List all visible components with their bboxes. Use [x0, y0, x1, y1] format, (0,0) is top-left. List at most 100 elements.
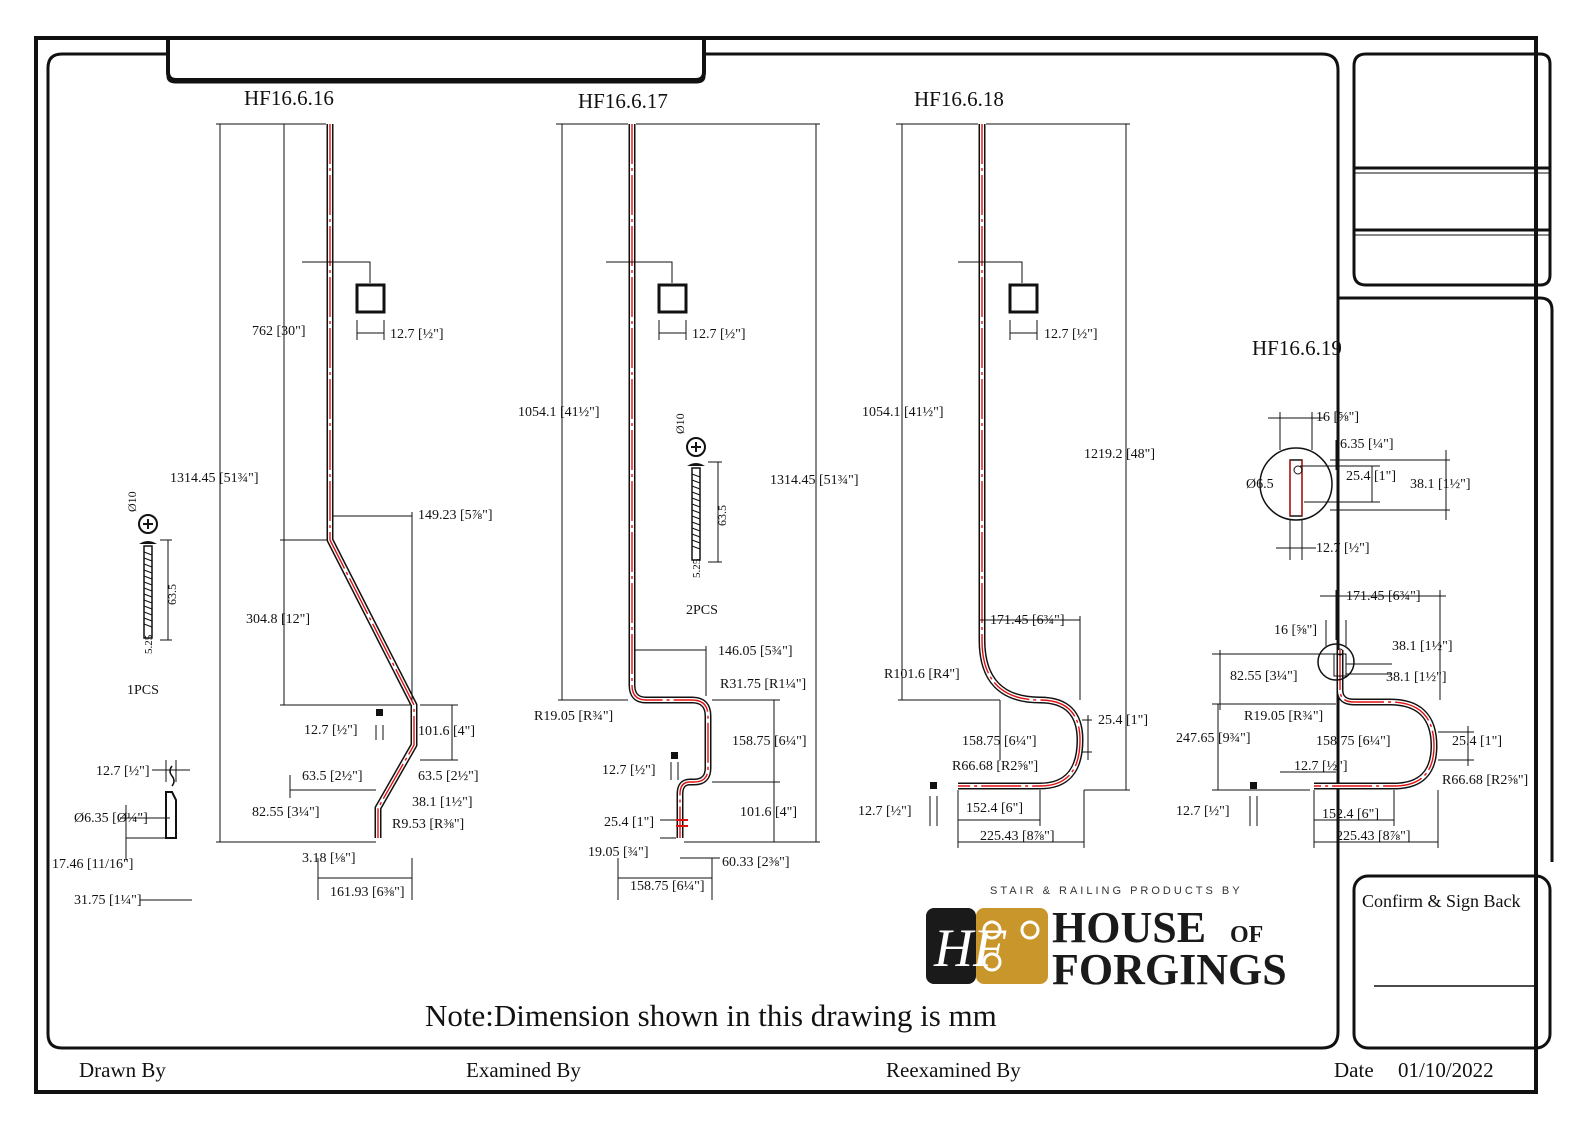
svg-text:149.23 [5⅞"]: 149.23 [5⅞"] — [418, 508, 493, 523]
svg-text:1054.1 [41½"]: 1054.1 [41½"] — [862, 405, 944, 420]
svg-text:12.7 [½"]: 12.7 [½"] — [602, 763, 656, 778]
outer-frame — [34, 36, 1538, 1094]
svg-text:1219.2 [48"]: 1219.2 [48"] — [1084, 447, 1155, 462]
svg-text:12.7 [½"]: 12.7 [½"] — [96, 764, 150, 779]
svg-text:38.1 [1½"]: 38.1 [1½"] — [412, 795, 473, 810]
svg-text:R19.05 [R¾"]: R19.05 [R¾"] — [1244, 709, 1323, 724]
svg-text:152.4 [6"]: 152.4 [6"] — [1322, 807, 1379, 822]
svg-text:31.75 [1¼"]: 31.75 [1¼"] — [74, 893, 142, 908]
svg-text:FORGINGS: FORGINGS — [1052, 945, 1287, 994]
part-hf16-6-19: HF16.6.19 16 [⅝"] 6.35 [¼"] 25.4 [1"] 38… — [1176, 336, 1528, 848]
frame-notch — [166, 40, 706, 82]
svg-text:225.43 [8⅞"]: 225.43 [8⅞"] — [1336, 829, 1411, 844]
svg-text:16 [⅝"]: 16 [⅝"] — [1316, 410, 1359, 425]
part-hf16-6-17: HF16.6.17 — [518, 89, 859, 900]
svg-text:16 [⅝"]: 16 [⅝"] — [1274, 623, 1317, 638]
svg-text:304.8 [12"]: 304.8 [12"] — [246, 612, 310, 627]
svg-text:63.5: 63.5 — [165, 584, 179, 605]
svg-text:171.45 [6¾"]: 171.45 [6¾"] — [990, 613, 1065, 628]
svg-text:1314.45 [51¾"]: 1314.45 [51¾"] — [770, 473, 859, 488]
svg-text:R19.05 [R¾"]: R19.05 [R¾"] — [534, 709, 613, 724]
svg-text:25.4 [1"]: 25.4 [1"] — [604, 815, 654, 830]
svg-text:Ø10: Ø10 — [125, 491, 139, 512]
svg-text:Ø6.5: Ø6.5 — [1246, 477, 1274, 492]
svg-text:146.05 [5¾"]: 146.05 [5¾"] — [718, 644, 793, 659]
svg-text:12.7 [½"]: 12.7 [½"] — [1044, 327, 1098, 342]
svg-text:19.05 [¾"]: 19.05 [¾"] — [588, 845, 649, 860]
drawn-by-label: Drawn By — [79, 1058, 166, 1082]
logo-mark-gold — [976, 908, 1048, 984]
svg-text:STAIR & RAILING PRODUCTS BY: STAIR & RAILING PRODUCTS BY — [990, 885, 1243, 897]
svg-text:3.18 [⅛"]: 3.18 [⅛"] — [302, 851, 356, 866]
svg-text:12.7 [½"]: 12.7 [½"] — [1176, 804, 1230, 819]
logo-mark-dark — [926, 908, 976, 984]
svg-text:Ø6.35 [Ø¼"]: Ø6.35 [Ø¼"] — [74, 811, 148, 826]
svg-text:225.43 [8⅞"]: 225.43 [8⅞"] — [980, 829, 1055, 844]
svg-text:12.7 [½"]: 12.7 [½"] — [858, 804, 912, 819]
svg-text:762 [30"]: 762 [30"] — [252, 324, 306, 339]
svg-text:R66.68 [R2⅝"]: R66.68 [R2⅝"] — [952, 759, 1038, 774]
svg-text:25.4 [1"]: 25.4 [1"] — [1098, 713, 1148, 728]
svg-text:12.7 [½"]: 12.7 [½"] — [692, 327, 746, 342]
svg-text:5.25: 5.25 — [143, 634, 155, 654]
svg-text:6.35 [¼"]: 6.35 [¼"] — [1340, 437, 1394, 452]
svg-text:1314.45 [51¾"]: 1314.45 [51¾"] — [170, 471, 259, 486]
svg-text:R9.53 [R⅜"]: R9.53 [R⅜"] — [392, 817, 464, 832]
svg-text:247.65 [9¾"]: 247.65 [9¾"] — [1176, 731, 1251, 746]
svg-text:158.75 [6¼"]: 158.75 [6¼"] — [1316, 734, 1391, 749]
svg-text:82.55 [3¼"]: 82.55 [3¼"] — [252, 805, 320, 820]
date-label: Date — [1334, 1058, 1374, 1082]
part-hf16-6-18: HF16.6.18 1054.1 [41½"] 12.7 [½"] 1219.2… — [858, 87, 1155, 848]
examined-by-label: Examined By — [466, 1058, 581, 1082]
screw-1pcs: Ø10 63.5 5.25 1PCS — [125, 491, 179, 698]
confirm-box — [1352, 874, 1552, 1050]
title-block-top — [1352, 52, 1552, 287]
svg-text:82.55 [3¼"]: 82.55 [3¼"] — [1230, 669, 1298, 684]
svg-text:101.6 [4"]: 101.6 [4"] — [740, 805, 797, 820]
confirm-label: Confirm & Sign Back — [1362, 891, 1521, 911]
svg-text:63.5: 63.5 — [715, 505, 729, 526]
svg-text:158.75 [6¼"]: 158.75 [6¼"] — [630, 879, 705, 894]
svg-text:38.1 [1½"]: 38.1 [1½"] — [1410, 477, 1471, 492]
svg-text:12.7 [½"]: 12.7 [½"] — [1294, 759, 1348, 774]
svg-text:Ø10: Ø10 — [673, 413, 687, 434]
svg-text:1PCS: 1PCS — [127, 683, 159, 698]
svg-text:63.5 [2½"]: 63.5 [2½"] — [418, 769, 479, 784]
svg-text:17.46 [11/16"]: 17.46 [11/16"] — [52, 857, 133, 872]
svg-text:R101.6 [R4"]: R101.6 [R4"] — [884, 667, 960, 682]
svg-text:158.75 [6¼"]: 158.75 [6¼"] — [732, 734, 807, 749]
svg-text:R66.68 [R2⅝"]: R66.68 [R2⅝"] — [1442, 773, 1528, 788]
svg-text:HF16.6.19: HF16.6.19 — [1252, 336, 1342, 360]
svg-text:R31.75 [R1¼"]: R31.75 [R1¼"] — [720, 677, 806, 692]
units-note: Note:Dimension shown in this drawing is … — [425, 998, 997, 1033]
part-title: HF16.6.16 — [244, 86, 334, 110]
svg-text:HOUSE: HOUSE — [1052, 903, 1206, 952]
brand-logo: STAIR & RAILING PRODUCTS BY HF HOUSE OF … — [926, 885, 1287, 994]
svg-text:HF16.6.18: HF16.6.18 — [914, 87, 1004, 111]
svg-text:38.1 [1½"]: 38.1 [1½"] — [1386, 670, 1447, 685]
svg-text:12.7 [½"]: 12.7 [½"] — [390, 327, 444, 342]
reexamined-by-label: Reexamined By — [886, 1058, 1021, 1082]
svg-text:2PCS: 2PCS — [686, 603, 718, 618]
svg-text:5.25: 5.25 — [691, 558, 703, 578]
date-value: 01/10/2022 — [1398, 1058, 1494, 1082]
svg-text:171.45 [6¾"]: 171.45 [6¾"] — [1346, 589, 1421, 604]
svg-text:12.7 [½"]: 12.7 [½"] — [1316, 541, 1370, 556]
svg-text:1054.1 [41½"]: 1054.1 [41½"] — [518, 405, 600, 420]
collar-detail: 12.7 [½"] Ø6.35 [Ø¼"] 17.46 [11/16"] 31.… — [52, 760, 192, 908]
svg-text:101.6 [4"]: 101.6 [4"] — [418, 724, 475, 739]
svg-text:HF16.6.17: HF16.6.17 — [578, 89, 668, 113]
svg-text:25.4 [1"]: 25.4 [1"] — [1346, 469, 1396, 484]
svg-text:152.4 [6"]: 152.4 [6"] — [966, 801, 1023, 816]
part-hf16-6-16: HF16.6.16 762 [30"] 12.7 [½"] — [170, 86, 493, 900]
svg-text:25.4 [1"]: 25.4 [1"] — [1452, 734, 1502, 749]
svg-text:63.5 [2½"]: 63.5 [2½"] — [302, 769, 363, 784]
title-block-right — [1338, 296, 1554, 862]
svg-text:38.1 [1½"]: 38.1 [1½"] — [1392, 639, 1453, 654]
svg-text:12.7 [½"]: 12.7 [½"] — [304, 723, 358, 738]
svg-text:OF: OF — [1230, 922, 1263, 948]
svg-text:60.33 [2⅜"]: 60.33 [2⅜"] — [722, 855, 790, 870]
svg-text:161.93 [6⅜"]: 161.93 [6⅜"] — [330, 885, 405, 900]
svg-text:158.75 [6¼"]: 158.75 [6¼"] — [962, 734, 1037, 749]
